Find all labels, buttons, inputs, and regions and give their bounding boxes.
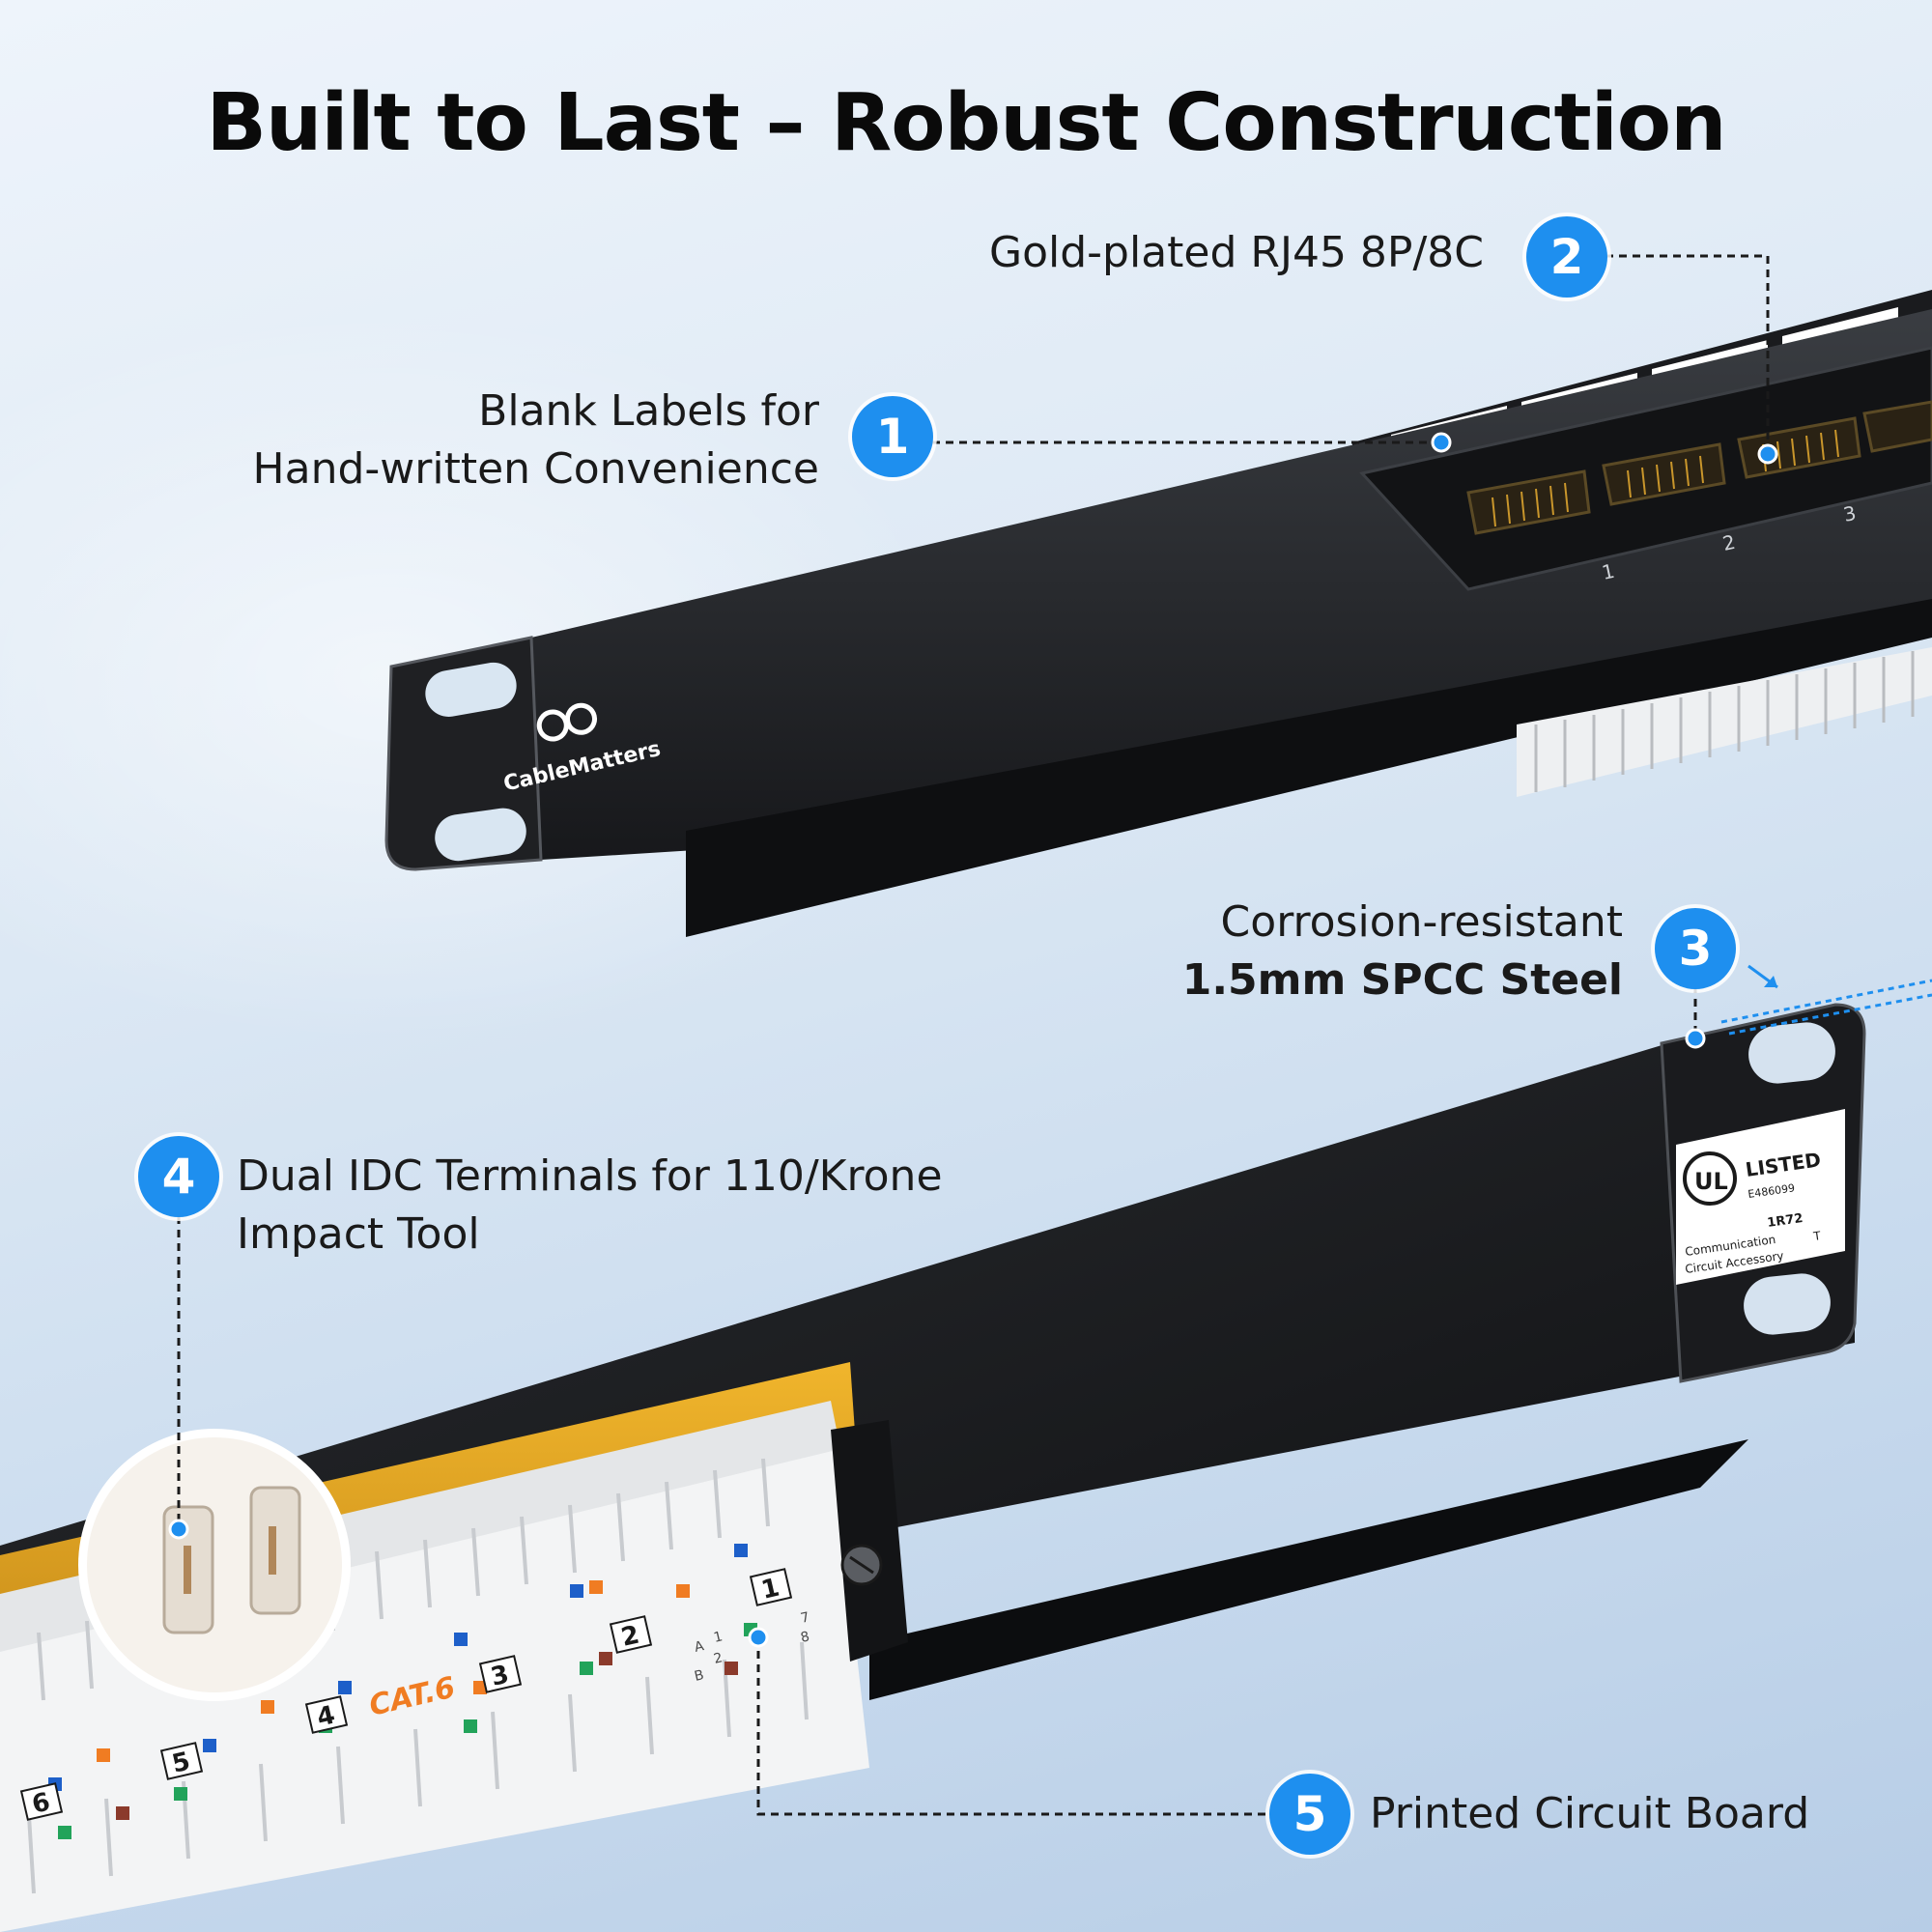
pin-number-8: 8 [799, 1629, 810, 1646]
pin-number-7: 7 [799, 1609, 810, 1627]
wiring-mark-b: B [693, 1667, 705, 1685]
callout-badge-2: 2 [1526, 216, 1607, 298]
callout-label-4: Dual IDC Terminals for 110/Krone Impact … [237, 1148, 943, 1264]
side-bracket [831, 1420, 908, 1662]
callout-4-line-2: Impact Tool [237, 1209, 480, 1259]
port-number-3: 3 [1841, 501, 1858, 526]
callout-label-2: Gold-plated RJ45 8P/8C [989, 224, 1484, 282]
callout-label-5: Printed Circuit Board [1370, 1785, 1809, 1843]
callout-label-3: Corrosion-resistant 1.5mm SPCC Steel [1182, 894, 1623, 1009]
callout-1-line-1: Blank Labels for [478, 386, 819, 436]
callout-badge-4: 4 [138, 1136, 219, 1217]
callout-label-1: Blank Labels for Hand-written Convenienc… [253, 383, 819, 498]
ul-code: 1R72 [1766, 1211, 1804, 1231]
callout-4-line-1: Dual IDC Terminals for 110/Krone [237, 1151, 943, 1201]
thickness-indicator [1720, 964, 1932, 1036]
callout-1-line-2: Hand-written Convenience [252, 444, 819, 494]
top-patch-panel: 1 2 3 CableMatters [384, 290, 1932, 937]
callout-5-line-1: Printed Circuit Board [1370, 1789, 1810, 1838]
callout-anchors [168, 432, 1778, 1648]
callout-3-line-2: 1.5mm SPCC Steel [1181, 955, 1623, 1005]
ul-listing-label: UL LISTED E486099 1R72 Communication Cir… [1676, 1109, 1845, 1285]
callout-badge-3: 3 [1655, 908, 1736, 989]
idc-terminal-zoom [78, 1429, 351, 1701]
port-number-1: 1 [1600, 559, 1616, 584]
page-title: Built to Last – Robust Construction [206, 77, 1726, 169]
callout-2-line-1: Gold-plated RJ45 8P/8C [989, 228, 1484, 277]
ul-mark: UL [1694, 1168, 1728, 1195]
callout-badge-1: 1 [852, 396, 933, 477]
callout-badge-5: 5 [1269, 1774, 1350, 1855]
pin-number-1: 1 [712, 1629, 724, 1646]
callout-leaders [177, 254, 1770, 1816]
wiring-mark-a: A [693, 1638, 705, 1656]
callout-3-line-1: Corrosion-resistant [1220, 897, 1623, 947]
port-number-2: 2 [1720, 530, 1737, 555]
pin-number-2: 2 [712, 1650, 724, 1667]
ul-suffix: T [1811, 1229, 1822, 1243]
